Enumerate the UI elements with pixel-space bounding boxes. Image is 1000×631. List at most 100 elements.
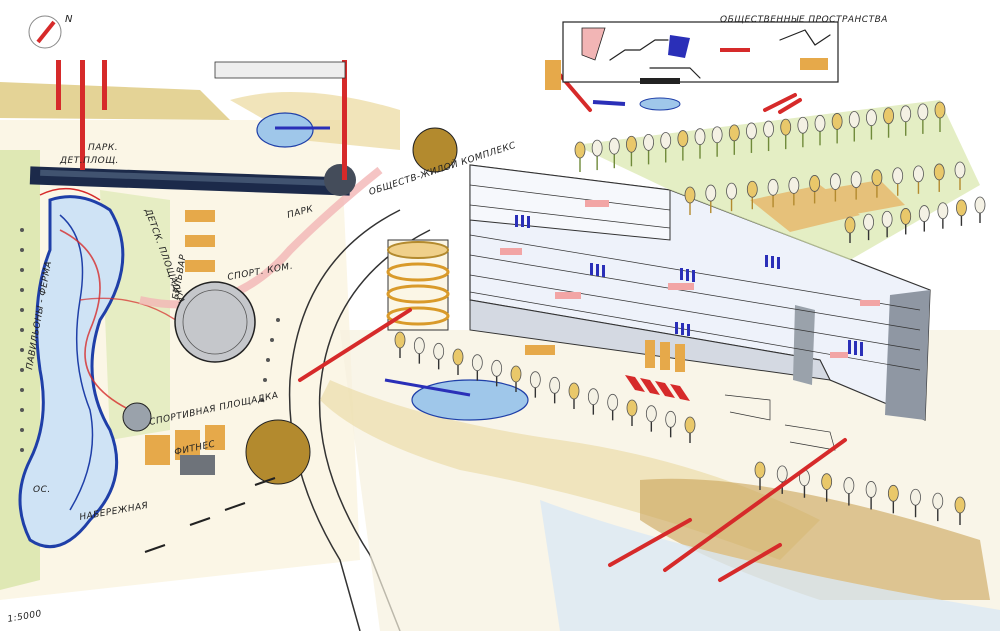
tree-crown [607,393,619,411]
compass [28,15,62,49]
tree-crown [665,410,677,428]
tree-crown [694,128,706,146]
island-label: ОС. [33,485,51,495]
tree-rows [394,101,986,525]
tree-crown [776,465,788,483]
round-plaza-top [412,127,458,173]
tree-crown [608,137,620,155]
tree-crown [829,173,841,190]
tree-crown [684,416,696,434]
site-plan [0,15,458,631]
pond-top [256,112,314,148]
tree-crown [660,132,672,149]
tree-crown [850,171,862,189]
tree-crown [574,141,586,159]
tree-crown [529,371,541,389]
sport-block-3 [205,425,225,450]
tree-crown [913,165,924,183]
building-round-end [324,164,356,196]
tree-crown [763,120,774,138]
tree-crown [814,114,826,132]
tree-crown [746,180,758,198]
tree-crown [711,126,723,144]
green-roof [575,100,980,260]
tree-crown [549,376,561,394]
steps [724,394,836,451]
parking-strokes [144,477,276,553]
building-upper-volume [469,164,671,241]
top-block [214,61,346,79]
pond-perspective [411,379,529,421]
tree-crown [705,184,717,202]
tree-crown [452,348,464,366]
sport-round [122,402,152,432]
tree-crown [900,105,912,123]
tree-crown [843,477,855,494]
tree-crown [491,359,503,377]
building-end-wall [885,290,930,420]
tree-crown [626,135,637,153]
tree-crown [892,167,904,185]
blue-windows [515,215,863,356]
tree-crown [933,163,945,181]
tree-crown [844,216,856,234]
tree-crown [917,103,929,121]
block-2 [185,235,215,247]
kids-playground-label: ДЕТ.ПЛОЩ. [59,156,119,166]
red-crosswalk [625,375,690,401]
block-1 [185,210,215,222]
building-recess [793,305,815,385]
park-wash [230,92,400,150]
sport-block-1 [145,435,170,465]
tree-crown [865,481,877,498]
ground-glazing [525,340,685,372]
tree-crown [863,213,874,231]
water-foreground [540,500,1000,631]
tree-crown [974,196,986,214]
section-sketch [545,21,839,111]
bank-wash [640,478,990,600]
river [18,195,125,549]
tree-crown [866,109,877,127]
perspective-view [298,21,1000,631]
tree-crown [728,124,740,142]
tree-crown [954,161,966,179]
tree-crown [821,473,833,491]
tree-crown [626,399,638,417]
tree-crown [887,484,899,502]
tower-2 [80,60,85,170]
red-diagonals [298,73,847,582]
tree-crown [645,405,657,423]
tree-crown [780,118,792,136]
tree-crown [394,331,406,349]
pond-pier [384,378,471,397]
roof-terrace-2 [820,180,905,215]
block-3 [185,260,215,272]
sport-dome [174,281,256,363]
tree-crown [413,337,425,355]
tree-crown [591,139,603,157]
main-building [469,164,931,451]
tree-crown [848,111,860,128]
tree-crown [568,382,580,400]
river-source [39,187,101,201]
tree-crown [788,176,800,194]
service-block [180,455,215,475]
round-plaza-bottom [245,419,311,485]
scale-label: 1:5000 [7,609,43,625]
tree-crown [433,342,445,360]
tree-crown [746,122,757,140]
tree-crown [510,365,522,383]
spiral-tower [386,239,450,331]
tree-crown [797,116,809,134]
path-red-1 [59,229,131,411]
tree-crown [937,202,949,220]
tree-crown [754,461,766,479]
tree-crown [684,186,696,204]
tree-crown [831,113,843,130]
pink-accents [500,200,880,358]
park-label: ПАРК. [88,143,118,153]
tree-crown [881,210,893,228]
